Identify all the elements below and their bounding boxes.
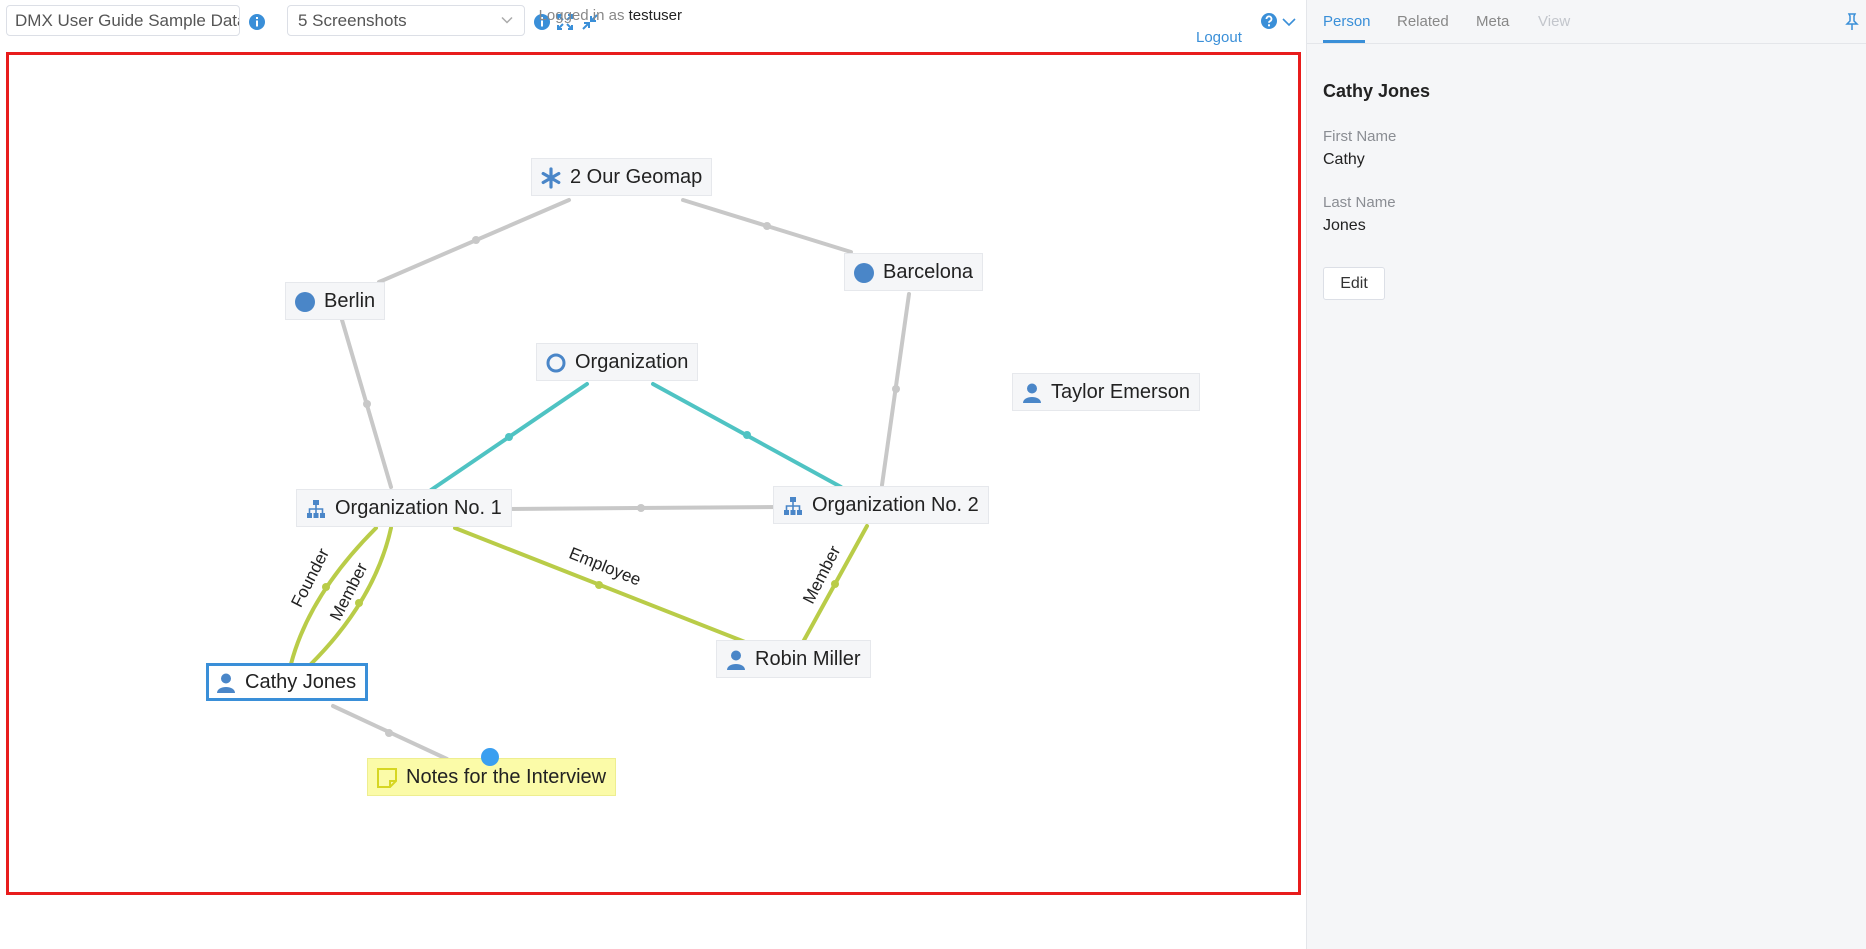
assoc-dot [637, 504, 645, 512]
toolbar: DMX User Guide Sample Data 5 Screenshots… [0, 0, 1306, 46]
topic-robin-miller[interactable]: Robin Miller [716, 640, 871, 678]
logout-link[interactable]: Logout [1196, 29, 1242, 46]
topic-geomap[interactable]: 2 Our Geomap [531, 158, 713, 196]
topic-organization-2[interactable]: Organization No. 2 [773, 486, 989, 524]
help-menu-chevron-icon[interactable] [1280, 13, 1298, 31]
topic-berlin[interactable]: Berlin [285, 282, 386, 320]
last-name-label: Last Name [1323, 194, 1396, 211]
active-tab-indicator [1323, 40, 1365, 43]
username: testuser [628, 7, 682, 24]
workspace-select[interactable]: DMX User Guide Sample Data [6, 5, 240, 36]
topic-taylor-emerson[interactable]: Taylor Emerson [1012, 373, 1200, 411]
assoc-dot [385, 729, 393, 737]
association-drag-handle[interactable] [481, 748, 499, 766]
topicmap-select-label: 5 Screenshots [298, 11, 407, 30]
city-dot-icon [854, 263, 874, 283]
topic-label: 2 Our Geomap [570, 166, 703, 188]
assoc-dot [831, 580, 839, 588]
first-name-value: Cathy [1323, 151, 1365, 168]
sticky-note-icon [377, 768, 397, 788]
compress-icon[interactable] [581, 13, 599, 31]
assoc-dot [743, 431, 751, 439]
assoc-founder [289, 526, 378, 666]
login-prefix: Logged in as [538, 7, 625, 24]
topic-label: Barcelona [883, 261, 974, 283]
circle-outline-icon [546, 353, 566, 373]
edit-button[interactable]: Edit [1323, 267, 1385, 300]
person-icon [727, 650, 745, 670]
chevron-down-icon [501, 16, 513, 24]
topic-label: Robin Miller [755, 648, 861, 670]
topic-cathy-jones[interactable]: Cathy Jones [206, 663, 369, 701]
topic-organization-1[interactable]: Organization No. 1 [296, 489, 512, 527]
assoc-dot [472, 236, 480, 244]
topic-label: Organization No. 2 [812, 494, 979, 516]
topic-label: Organization [575, 351, 689, 373]
last-name-value: Jones [1323, 217, 1366, 234]
org-chart-icon [307, 500, 325, 518]
person-icon [1023, 383, 1041, 403]
assoc-dot [595, 581, 603, 589]
pin-icon[interactable] [1844, 13, 1860, 31]
detail-tabs: Person Related Meta View [1307, 0, 1866, 44]
tab-person[interactable]: Person [1323, 13, 1371, 30]
assoc-dot [892, 385, 900, 393]
tab-related[interactable]: Related [1397, 13, 1449, 30]
assoc-member-cathy [309, 526, 393, 666]
assoc-dot [505, 433, 513, 441]
topic-label: Taylor Emerson [1051, 381, 1190, 403]
topic-label: Berlin [324, 290, 376, 312]
topic-barcelona[interactable]: Barcelona [844, 253, 984, 291]
assoc-dot [322, 583, 330, 591]
topic-label: Organization No. 1 [335, 497, 502, 519]
login-status: Logged in as testuser [539, 7, 682, 24]
org-chart-icon [784, 497, 802, 515]
person-icon [217, 673, 235, 693]
topic-title: Cathy Jones [1323, 81, 1431, 101]
topic-type-organization[interactable]: Organization [536, 343, 699, 381]
workspace-info-icon[interactable] [248, 13, 266, 31]
topic-label: Cathy Jones [245, 671, 357, 693]
tab-view: View [1538, 13, 1571, 30]
first-name-label: First Name [1323, 128, 1397, 145]
fullscreen-icon[interactable] [556, 13, 574, 31]
help-icon[interactable] [1260, 12, 1278, 30]
assoc-dot [355, 599, 363, 607]
topicmap-select[interactable]: 5 Screenshots [287, 5, 525, 36]
tab-meta[interactable]: Meta [1476, 13, 1510, 30]
topicmap-info-icon[interactable] [533, 13, 551, 31]
assoc-dot [763, 222, 771, 230]
topicmap-canvas[interactable]: Founder Member Employee Member 2 Our Geo… [6, 52, 1301, 895]
assoc-dot [363, 400, 371, 408]
city-dot-icon [295, 292, 315, 312]
detail-panel: Person Related Meta View Cathy Jones Fir… [1306, 0, 1866, 949]
association-layer [289, 198, 911, 761]
asterisk-icon [541, 167, 561, 189]
topic-label: Notes for the Interview [406, 766, 607, 788]
